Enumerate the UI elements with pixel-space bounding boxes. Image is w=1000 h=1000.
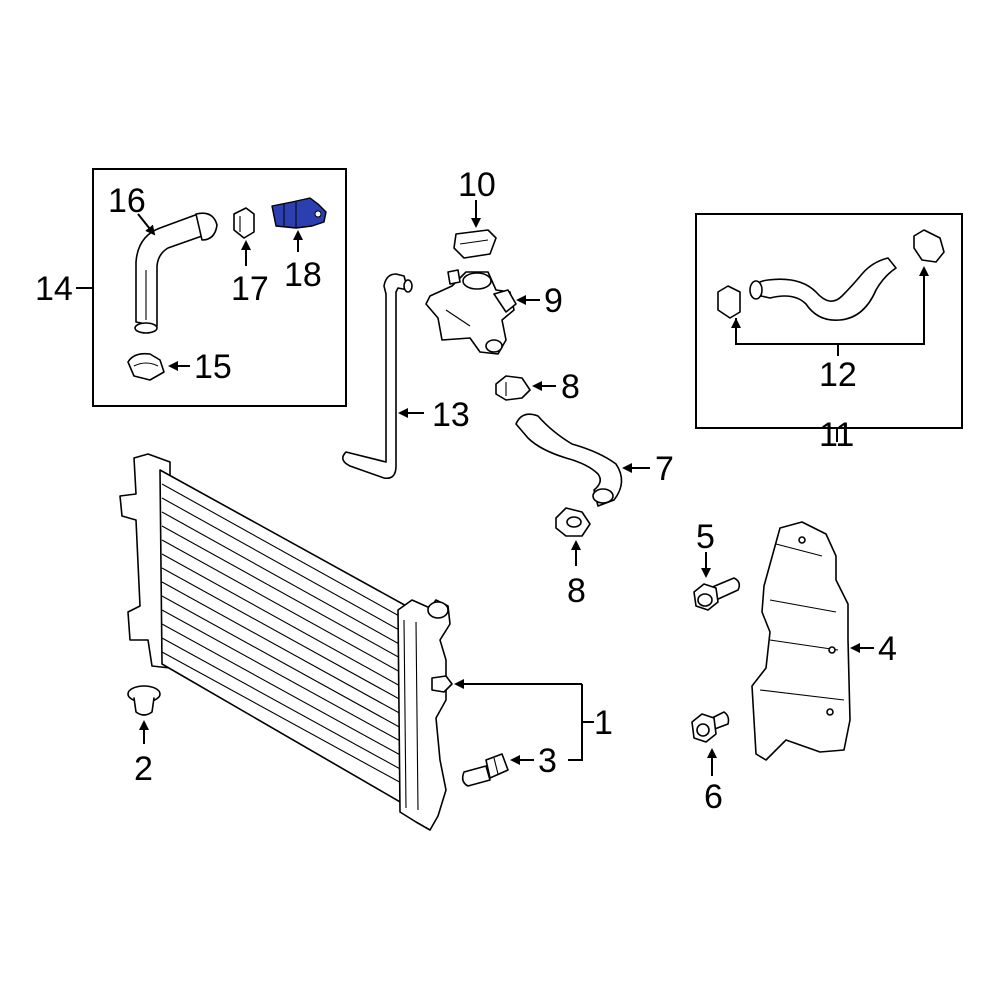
callout-3[interactable]: 3 [538,742,557,780]
grommet-2[interactable] [127,685,161,716]
callout-1[interactable]: 1 [594,704,613,742]
hose-16[interactable] [134,212,218,334]
bolt-6[interactable] [691,711,730,743]
callout-11[interactable]: 11 [819,416,854,454]
clamp-12-right[interactable] [913,229,945,263]
hose-7[interactable] [515,413,623,507]
callout-17[interactable]: 17 [231,270,269,308]
drain-plug-3[interactable] [461,753,509,787]
clamp-17[interactable] [233,207,255,239]
callout-14[interactable]: 14 [35,270,73,308]
coolant-housing-9[interactable] [425,269,517,355]
clamp-8-lower[interactable] [555,507,591,537]
kit-box-11 [695,213,963,429]
air-deflector-4[interactable] [751,521,851,761]
callout-9[interactable]: 9 [544,282,563,320]
connector-18-highlighted[interactable] [271,197,327,229]
callout-4[interactable]: 4 [878,630,897,668]
clamp-8-upper[interactable] [495,375,531,401]
callout-7[interactable]: 7 [655,450,674,488]
callout-18[interactable]: 18 [284,256,322,294]
callout-12[interactable]: 12 [819,356,857,394]
callout-16[interactable]: 16 [108,182,146,220]
bracket-10[interactable] [453,229,497,259]
radiator-core-fins [161,483,415,791]
callout-6[interactable]: 6 [704,778,723,816]
callout-10[interactable]: 10 [458,166,496,204]
callout-8-upper[interactable]: 8 [561,368,580,406]
clamp-15[interactable] [127,352,165,381]
radiator-1[interactable] [119,453,453,831]
clamp-12-left[interactable] [717,285,741,319]
hose-12[interactable] [749,257,897,321]
callout-13[interactable]: 13 [432,396,470,434]
callout-8-lower[interactable]: 8 [567,572,586,610]
bolt-5[interactable] [693,577,741,611]
callout-2[interactable]: 2 [134,750,153,788]
callout-5[interactable]: 5 [696,518,715,556]
callout-15[interactable]: 15 [194,348,232,386]
pipe-13[interactable] [342,273,413,480]
